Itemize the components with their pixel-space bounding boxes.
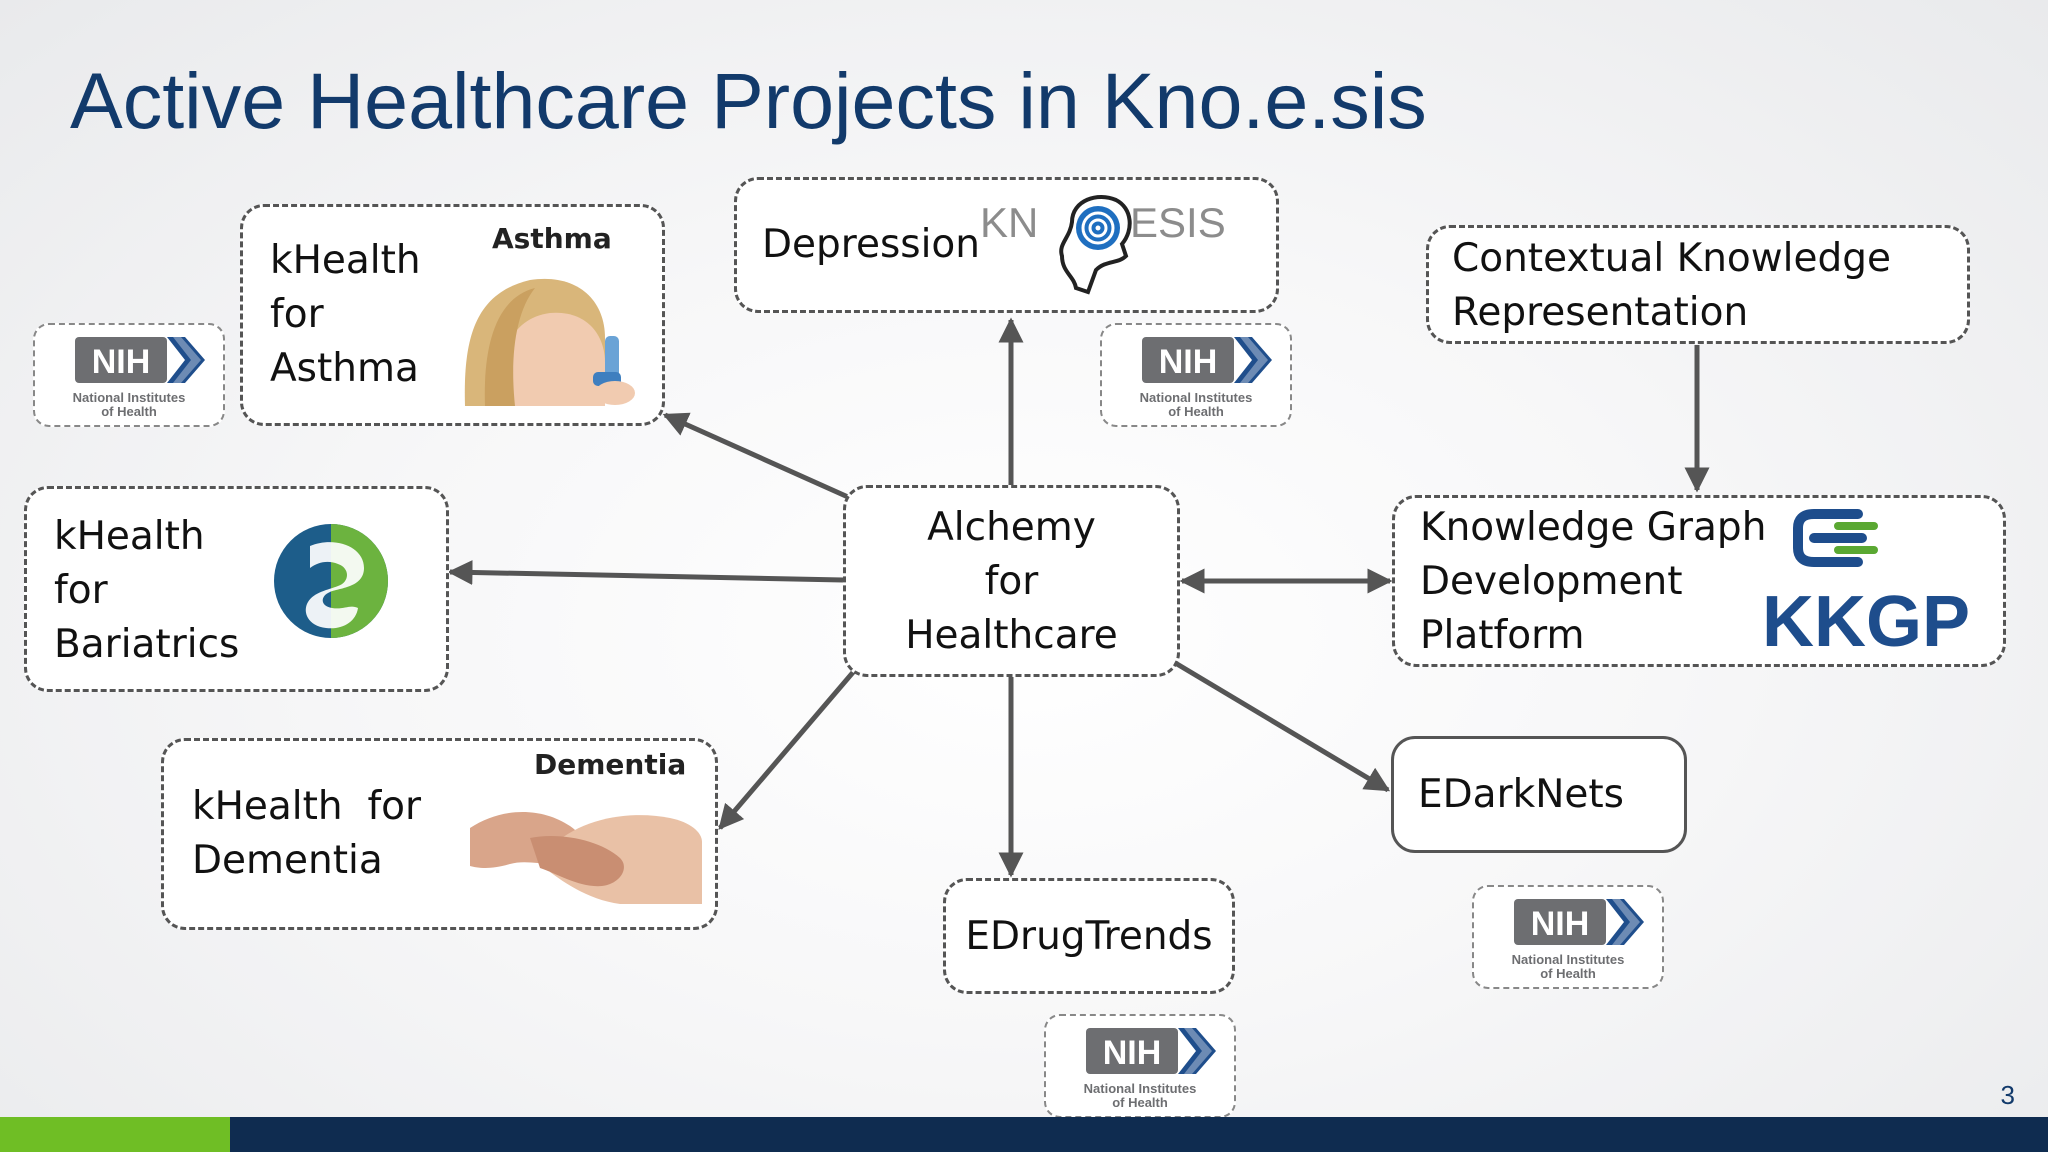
dementia-label: kHealth for Dementia [192, 784, 422, 883]
node-depression [734, 177, 1279, 313]
kkgp-logo-icon: KKGP [1762, 509, 1970, 658]
node-edarknets [1391, 736, 1687, 853]
contextual-label: Contextual Knowledge Representation [1452, 236, 1892, 335]
svg-text:KN: KN [980, 199, 1038, 246]
kkgp-label: Knowledge Graph Development Platform [1420, 505, 1767, 658]
arrow-to-asthma [662, 412, 850, 500]
nih-mark-text: NIH [1159, 343, 1218, 381]
nih-name-line1: National Institutes [1512, 952, 1625, 967]
nih-name-line1: National Institutes [73, 390, 186, 405]
arrow-to-edarknets [1170, 658, 1391, 793]
edrugtrends-label: EDrugTrends [965, 914, 1213, 959]
nih-name-line2: of Health [1168, 404, 1224, 419]
bariatrics-logo-icon [274, 524, 388, 638]
dementia-caption: Dementia [534, 748, 687, 781]
nih-mark-text: NIH [1531, 905, 1590, 943]
nih-mark-text: NIH [92, 343, 151, 381]
asthma-photo-icon [455, 268, 637, 406]
page-number: 3 [2000, 1080, 2015, 1110]
node-knowledge-graph-platform [1392, 495, 2006, 667]
edarknets-label: EDarkNets [1418, 772, 1624, 817]
asthma-label: kHealth for Asthma [270, 238, 421, 391]
node-edrugtrends [943, 878, 1235, 994]
node-alchemy-for-healthcare [843, 485, 1180, 677]
asthma-caption: Asthma [492, 222, 612, 255]
nih-name-line2: of Health [101, 404, 157, 419]
arrow-to-dementia [718, 668, 857, 830]
slide-title: Active Healthcare Projects in Kno.e.sis [70, 56, 1427, 145]
node-contextual-knowledge [1426, 225, 1970, 344]
footer-green-bar [0, 1117, 230, 1152]
bariatrics-label: kHealth for Bariatrics [54, 514, 240, 667]
nih-name-line1: National Institutes [1084, 1081, 1197, 1096]
depression-label: Depression [762, 222, 981, 267]
footer-navy-bar [230, 1117, 2048, 1152]
kkgp-logo-text: KKGP [1762, 582, 1970, 658]
knoesis-logo-icon: KN ESIS [980, 195, 1226, 295]
svg-text:ESIS: ESIS [1130, 199, 1226, 246]
nih-mark-text: NIH [1103, 1034, 1162, 1072]
nih-name-line2: of Health [1112, 1095, 1168, 1110]
arrow-to-bariatrics [447, 559, 844, 585]
center-label: Alchemy for Healthcare [905, 505, 1118, 658]
dementia-photo-icon [470, 788, 702, 904]
nih-name-line1: National Institutes [1140, 390, 1253, 405]
nih-name-line2: of Health [1540, 966, 1596, 981]
